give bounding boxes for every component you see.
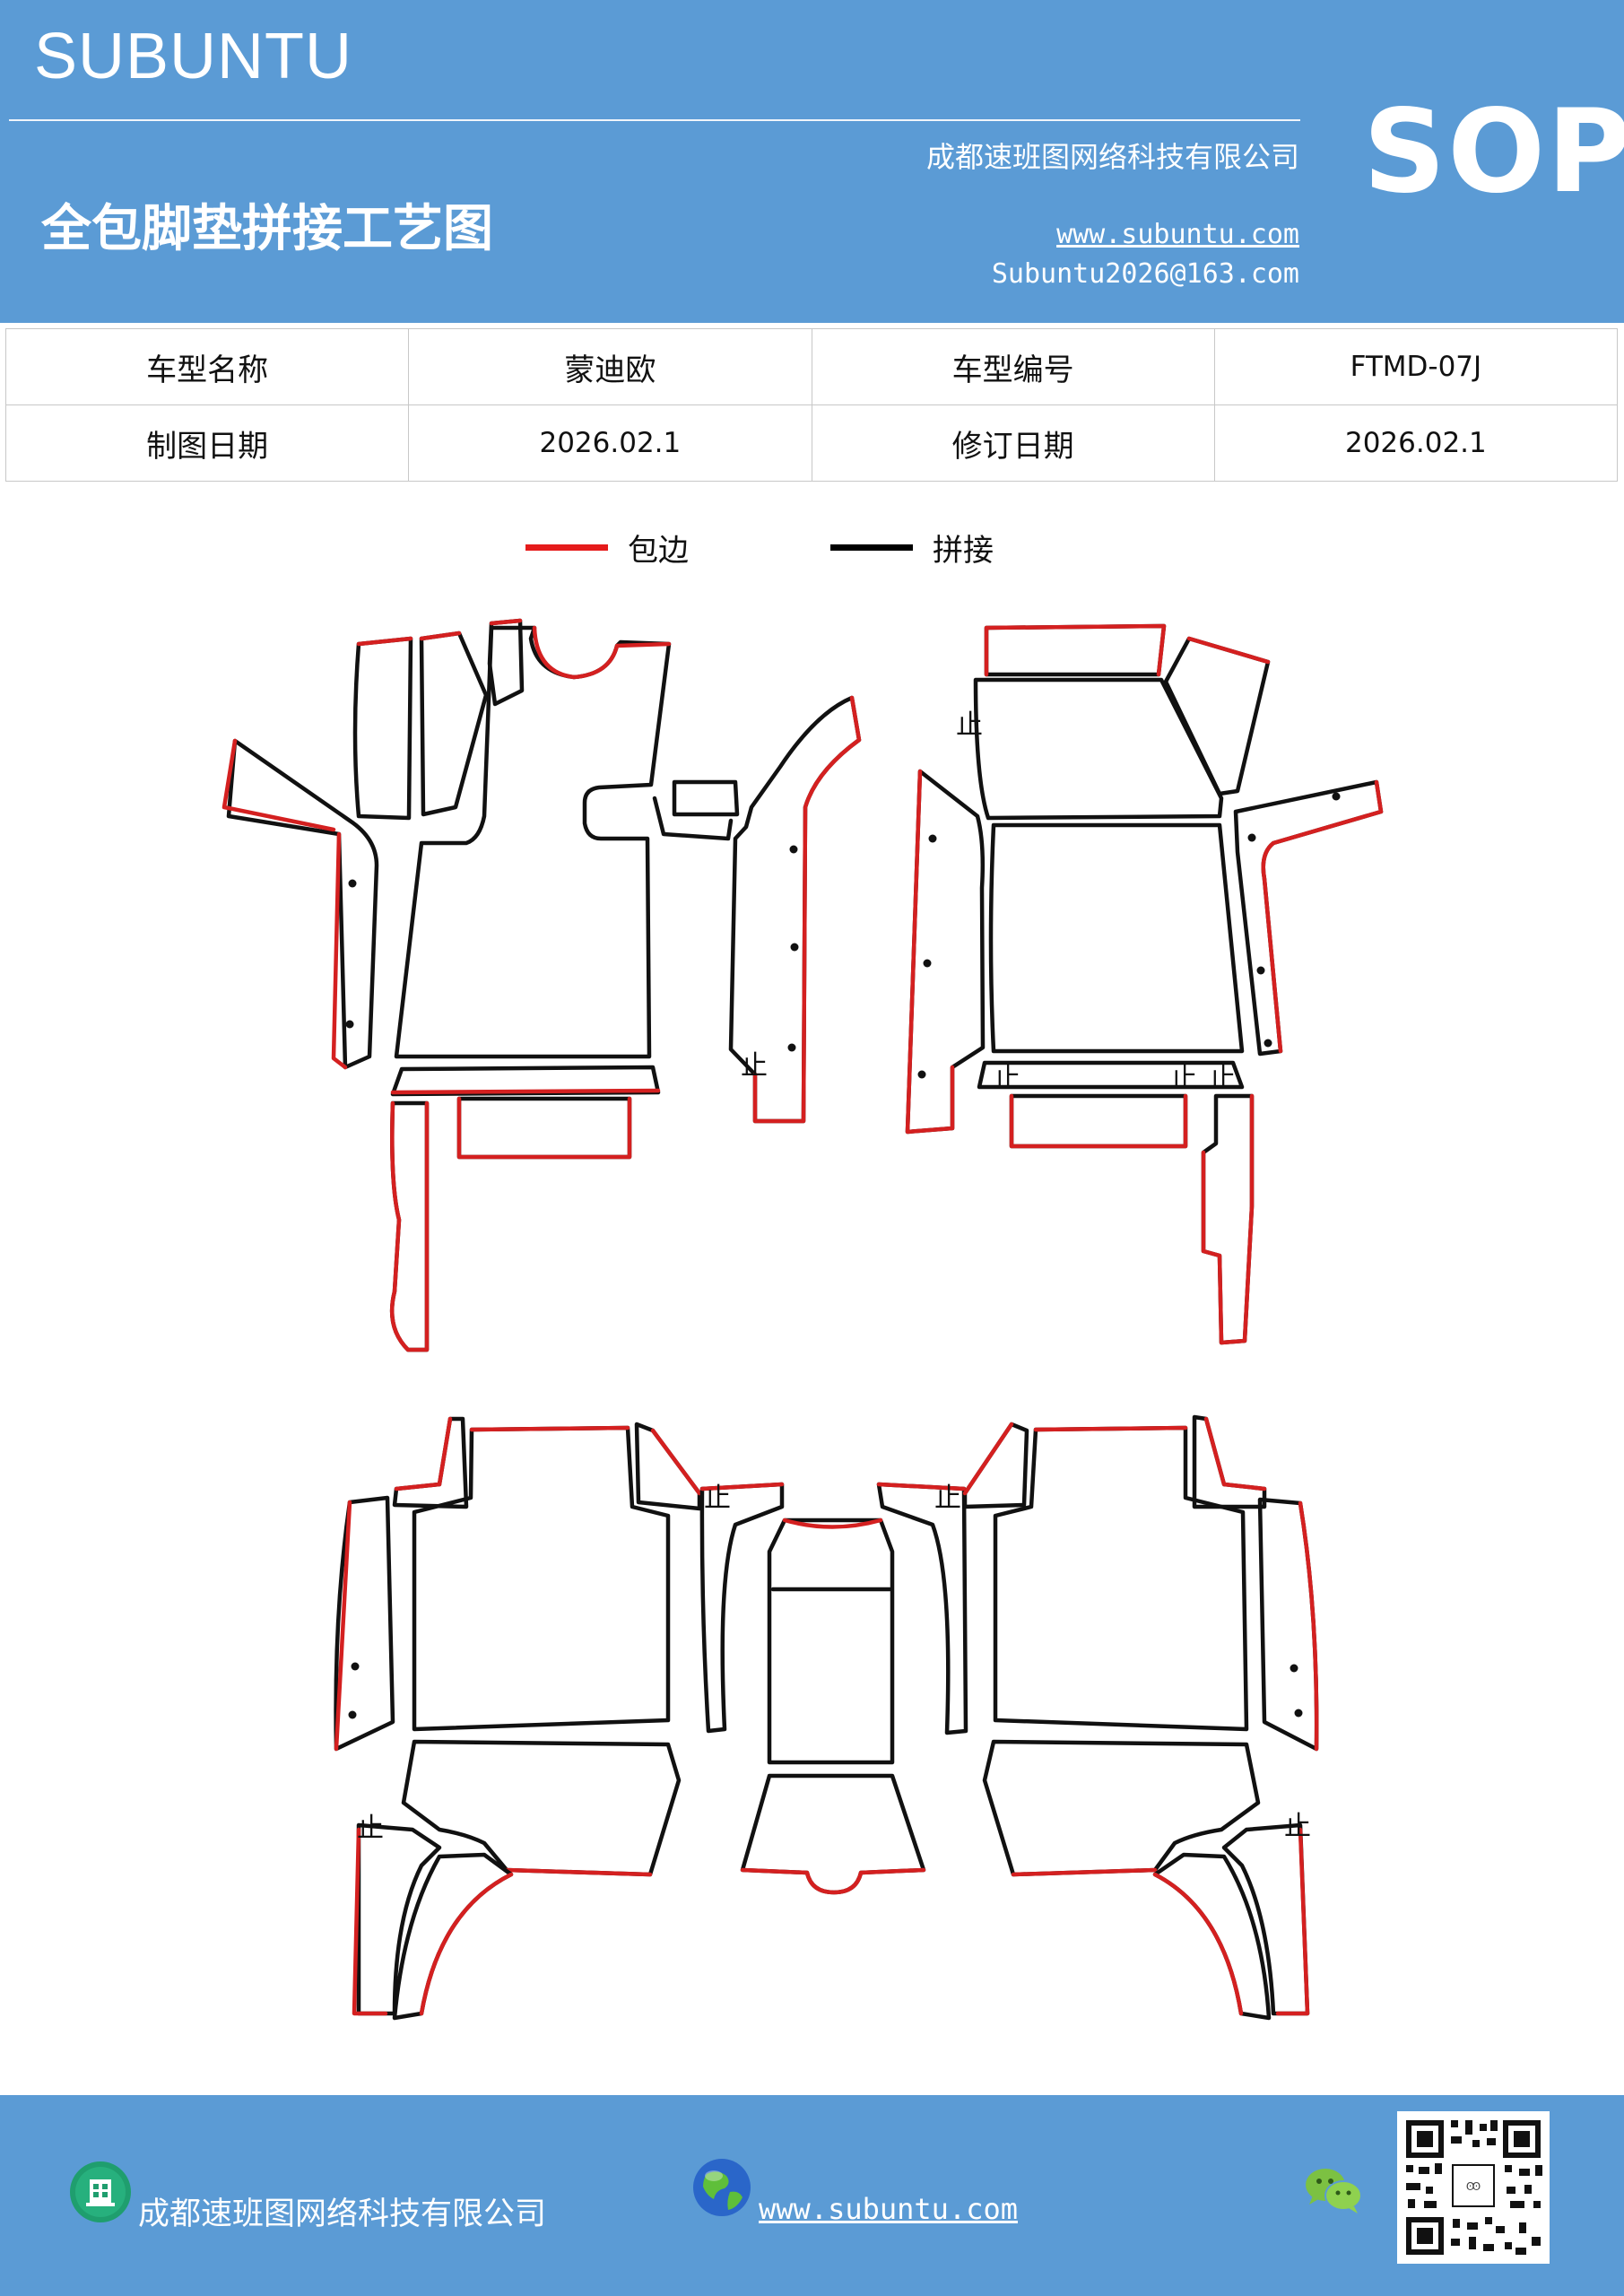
stop-mark-group: 止 止 止 止 止 止 止 止 止 [357,709,1311,1844]
stop-mark: 止 [956,709,983,741]
header-divider [9,119,1300,121]
stop-mark: 止 [704,1483,731,1514]
stop-mark: 止 [741,1050,768,1082]
header-company: 成都速班图网络科技有限公司 [925,140,1299,174]
rear-mat-group [334,1414,1319,2021]
legend-label-seam: 拼接 [933,532,994,569]
legend-item-seam: 拼接 [830,529,994,569]
qr-center-logo: Ꙭ [1466,2180,1481,2193]
header-banner: SUBUNTU 成都速班图网络科技有限公司 全包脚垫拼接工艺图 www.subu… [0,0,1624,323]
qr-code[interactable]: Ꙭ [1397,2111,1550,2264]
legend-swatch-red [525,544,608,551]
vehicle-info-table: 车型名称 蒙迪欧 车型编号 FTMD-07J 制图日期 2026.02.1 修订… [4,328,1619,482]
sop-badge: SOP [1363,85,1624,219]
label-vehicle-code: 车型编号 [811,328,1215,405]
value-vehicle-code: FTMD-07J [1213,328,1619,405]
value-revision-date: 2026.02.1 [1213,404,1619,482]
brand-name: SUBUNTU [34,21,353,92]
stop-mark: 止 [934,1483,961,1514]
stop-mark: 止 [994,1063,1020,1094]
value-vehicle-name: 蒙迪欧 [408,328,812,405]
header-website-link[interactable]: www.subuntu.com [1056,219,1299,250]
table-row: 车型名称 蒙迪欧 车型编号 FTMD-07J [4,328,1619,405]
document-title: 全包脚垫拼接工艺图 [41,199,493,258]
table-row: 制图日期 2026.02.1 修订日期 2026.02.1 [4,404,1619,482]
qr-code-graphic: Ꙭ [1397,2111,1550,2264]
building-icon [70,2161,131,2222]
wechat-icon [1306,2169,1362,2213]
label-vehicle-name: 车型名称 [4,328,410,405]
legend-swatch-black [830,544,913,551]
floor-mat-diagram: 止 止 止 止 止 止 止 止 止 [221,618,1384,2021]
stop-mark: 止 [1284,1811,1311,1842]
value-draw-date: 2026.02.1 [408,404,812,482]
footer-company: 成都速班图网络科技有限公司 [138,2196,547,2232]
label-draw-date: 制图日期 [4,404,410,482]
front-right-mat-group [905,623,1384,1345]
stop-mark: 止 [357,1813,384,1844]
header-email[interactable]: Subuntu2026@163.com [991,258,1299,290]
legend-label-edge: 包边 [628,532,689,569]
stop-mark: 止 [1170,1063,1197,1094]
legend-item-edge: 包边 [525,529,689,569]
front-left-mat-group [221,618,862,1352]
globe-icon [693,2159,751,2216]
stop-mark: 止 [1209,1063,1236,1094]
footer-website-link[interactable]: www.subuntu.com [759,2192,1018,2226]
label-revision-date: 修订日期 [811,404,1215,482]
